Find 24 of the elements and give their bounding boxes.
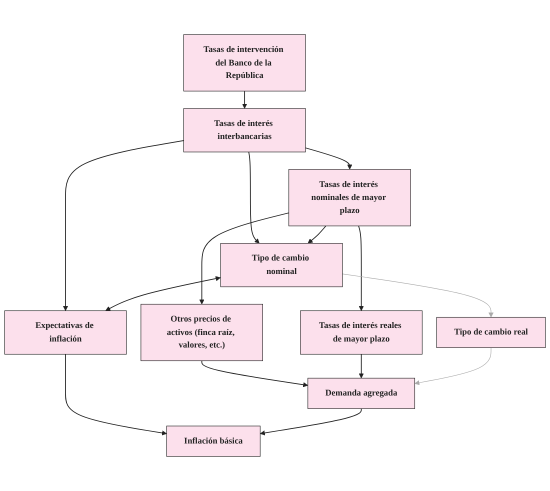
arrow <box>358 226 364 311</box>
arrow <box>260 408 362 436</box>
arrow <box>414 347 492 386</box>
node-box: Tipo de cambio nominal <box>220 243 343 288</box>
arrow <box>65 354 167 436</box>
arrow <box>201 360 308 388</box>
arrow <box>105 276 221 311</box>
node-box: Tasas de interés nominales de mayor plazo <box>288 169 411 226</box>
node-box: Inflación básica <box>166 426 260 457</box>
node-box: Tipo de cambio real <box>436 316 546 348</box>
arrow <box>358 354 364 378</box>
node-box: Expectativas de inflación <box>4 310 127 355</box>
arrow <box>62 140 184 311</box>
arrow <box>342 274 494 318</box>
arrow <box>248 152 260 244</box>
node-box: Otros precios de activos (finca raíz, valores, etc.) <box>140 304 263 362</box>
node-box: Tasas de intervención del Banco de la República <box>183 34 306 92</box>
arrow <box>242 90 248 109</box>
node-box: Tasas de interés interbancarias <box>183 108 306 152</box>
arrow <box>199 212 290 304</box>
node-box: Tasas de interés reales de mayor plazo <box>300 310 422 355</box>
node-box: Demanda agregada <box>308 378 416 409</box>
arrow <box>308 226 326 244</box>
arrow <box>305 147 352 170</box>
